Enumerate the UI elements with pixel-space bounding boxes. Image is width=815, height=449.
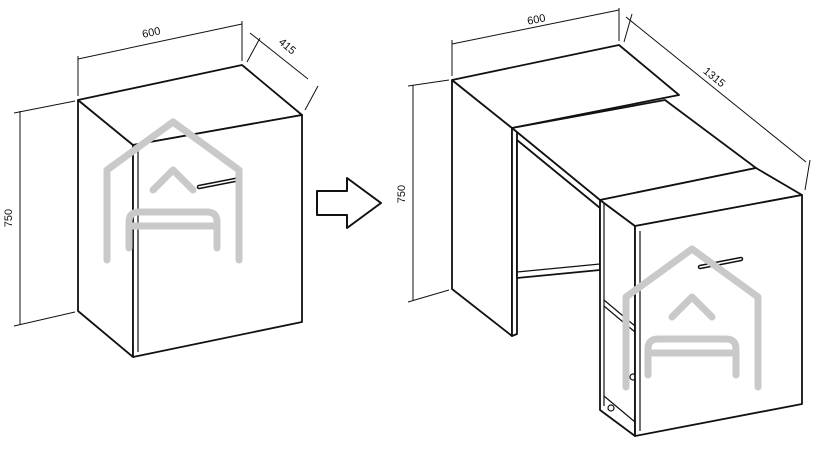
- house-sofa-watermark-icon: [103, 118, 243, 264]
- ext-line: [804, 159, 811, 191]
- ext-line: [246, 37, 261, 63]
- closed-cabinet: 600 415 750: [3, 21, 319, 358]
- desk-width-label: 600: [526, 12, 546, 27]
- cabinet-width-label: 600: [141, 25, 161, 41]
- ext-line: [407, 289, 450, 303]
- cabinet-depth-label: 415: [276, 36, 298, 57]
- ext-line: [304, 85, 319, 111]
- ext-line: [407, 79, 450, 87]
- cabinet-height-label: 750: [3, 209, 15, 227]
- dimension-line-width: [77, 23, 243, 60]
- open-desk: 600 1315 750: [396, 8, 811, 437]
- house-sofa-watermark-icon: [622, 245, 762, 391]
- dimension-line-length: [625, 16, 807, 163]
- ext-line: [13, 311, 76, 327]
- caster-wheel: [607, 404, 615, 412]
- apron-rail: [516, 263, 601, 273]
- dimension-line-depth: [249, 32, 309, 80]
- shelf-line: [603, 305, 636, 333]
- desk-back-top: [451, 44, 680, 129]
- shelf-line: [603, 395, 636, 423]
- door-handle-icon: [697, 256, 744, 270]
- desk-height-label: 750: [396, 185, 408, 203]
- ext-line: [13, 100, 76, 114]
- front-module-door: [634, 194, 803, 437]
- shelf-line: [603, 299, 636, 327]
- desk-length-label: 1315: [701, 65, 728, 90]
- right-arrow-icon: [316, 177, 382, 229]
- door-handle-icon: [196, 176, 243, 190]
- dimension-line-width: [451, 9, 620, 45]
- ext-line: [623, 13, 633, 43]
